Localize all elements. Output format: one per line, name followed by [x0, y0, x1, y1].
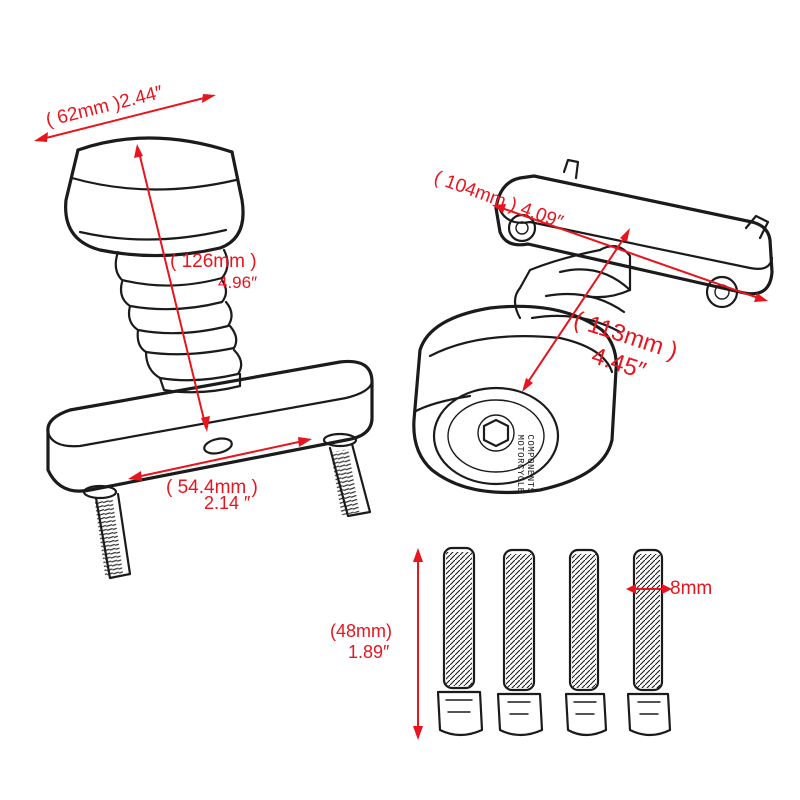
bolt-1: [436, 546, 484, 737]
right-frame-slider: [412, 158, 774, 495]
label-48mm-metric: (48mm): [330, 621, 392, 641]
label-126mm-inch: 4.96″: [218, 273, 258, 292]
label-54mm-metric: ( 54.4mm ): [166, 477, 258, 498]
label-48mm-inch: 1.89″: [348, 642, 390, 662]
bolt-4: [626, 548, 672, 737]
bolt-2: [496, 548, 544, 737]
bolt-set: [436, 546, 672, 737]
label-8mm: 8mm: [670, 578, 713, 599]
cap-engraving: COMPONENTS MOTORCYCLE: [515, 434, 535, 494]
bolt-3: [564, 548, 608, 737]
dimension-lines: [34, 94, 768, 740]
label-54mm-inch: 2.14 ″: [204, 493, 251, 513]
left-frame-slider: [46, 136, 374, 580]
label-126mm-metric: ( 126mm ): [170, 251, 257, 272]
